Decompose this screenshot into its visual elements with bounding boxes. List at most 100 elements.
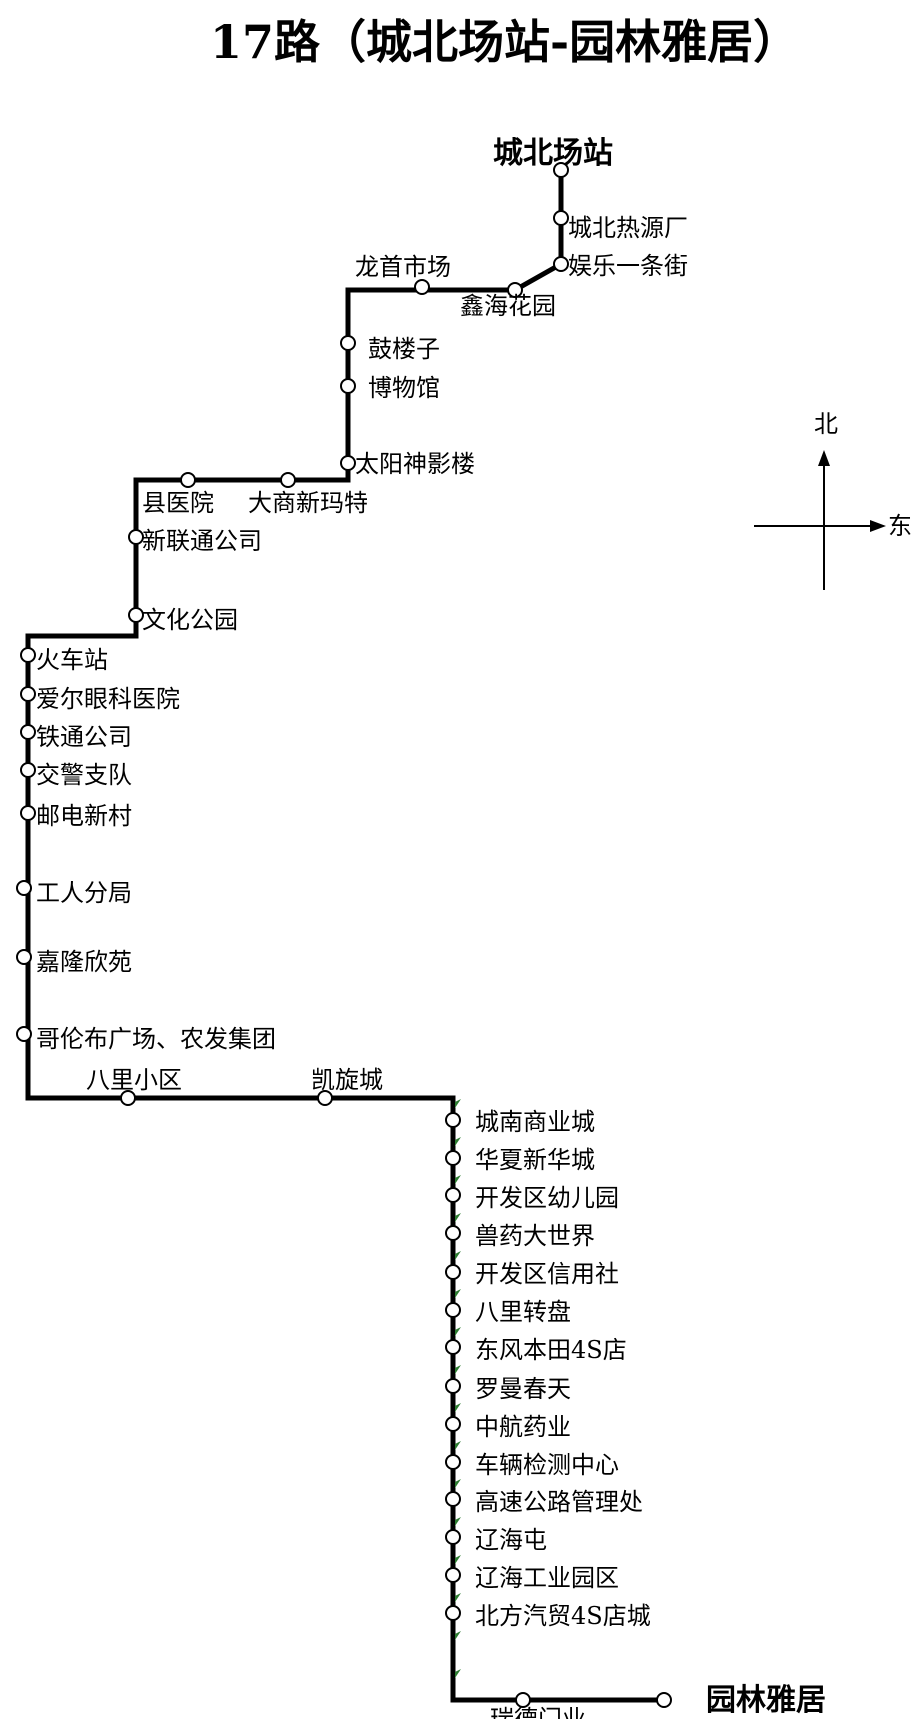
stop-label: 北方汽贸4S店城: [475, 1602, 651, 1630]
stop-label: 八里转盘: [475, 1298, 571, 1326]
stop-marker: [317, 1090, 333, 1106]
stop-label: 县医院: [142, 489, 214, 517]
stop-label: 鼓楼子: [368, 335, 440, 363]
stop-marker: [20, 686, 36, 702]
compass-north-label: 北: [814, 410, 838, 438]
stop-label: 中航药业: [475, 1413, 571, 1441]
stop-marker: [445, 1302, 461, 1318]
start-terminal-marker: [553, 162, 569, 178]
stop-label: 铁通公司: [36, 723, 132, 751]
stop-label: 凯旋城: [311, 1066, 383, 1094]
compass-east-label: 东: [888, 512, 912, 540]
stop-marker: [20, 805, 36, 821]
stop-label: 工人分局: [36, 879, 132, 907]
stop-label: 爱尔眼科医院: [36, 685, 180, 713]
stop-marker: [507, 282, 523, 298]
stop-label: 东风本田4S店: [475, 1336, 627, 1364]
stop-label: 城南商业城: [475, 1108, 595, 1136]
start-terminal-label: 城北场站: [493, 136, 613, 171]
direction-arrow-icon: [455, 1479, 461, 1488]
stop-marker: [445, 1605, 461, 1621]
stop-marker: [414, 279, 430, 295]
stop-label: 辽海屯: [475, 1526, 547, 1554]
stop-label: 鑫海花园: [460, 292, 556, 320]
stop-marker: [445, 1529, 461, 1545]
direction-arrow-icon: [455, 1517, 461, 1526]
stop-marker: [445, 1150, 461, 1166]
stop-marker: [128, 607, 144, 623]
direction-arrow-icon: [455, 1555, 461, 1564]
stop-marker: [120, 1090, 136, 1106]
stop-marker: [445, 1378, 461, 1394]
stop-label: 博物馆: [368, 374, 440, 402]
stop-label: 新联通公司: [142, 527, 262, 555]
direction-arrow-icon: [455, 1099, 461, 1108]
stop-marker: [445, 1264, 461, 1280]
stop-label: 八里小区: [86, 1066, 182, 1094]
stop-marker: [20, 647, 36, 663]
stop-label: 车辆检测中心: [475, 1451, 619, 1479]
direction-arrow-icon: [455, 1365, 461, 1374]
direction-arrow-icon: [455, 1137, 461, 1146]
direction-arrow-icon: [455, 1213, 461, 1222]
stop-label: 娱乐一条街: [568, 252, 688, 280]
direction-arrow-icon: [455, 1631, 461, 1640]
compass: 北 东: [754, 410, 912, 590]
stop-marker: [445, 1187, 461, 1203]
stop-marker: [515, 1692, 531, 1708]
stop-label: 大商新玛特: [248, 489, 368, 517]
stop-label: 罗曼春天: [475, 1375, 571, 1403]
stop-label: 开发区信用社: [475, 1260, 619, 1288]
stop-label: 开发区幼儿园: [475, 1184, 619, 1212]
stop-marker: [445, 1567, 461, 1583]
direction-arrow-icon: [455, 1403, 461, 1412]
route-title: 17路（城北场站-园林雅居）: [210, 15, 799, 69]
direction-arrow-icon: [455, 1441, 461, 1450]
direction-arrow-icon: [455, 1593, 461, 1602]
end-terminal-marker: [656, 1692, 672, 1708]
stop-label: 邮电新村: [36, 802, 132, 830]
stop-label: 兽药大世界: [475, 1222, 595, 1250]
stop-label: 交警支队: [36, 761, 132, 789]
stop-label: 哥伦布广场、农发集团: [36, 1025, 276, 1053]
stop-marker: [340, 378, 356, 394]
stop-marker: [340, 455, 356, 471]
stop-marker: [445, 1225, 461, 1241]
direction-arrow-icon: [455, 1289, 461, 1298]
stop-marker: [553, 256, 569, 272]
stop-label: 文化公园: [142, 606, 238, 634]
stop-label: 龙首市场: [355, 253, 451, 281]
stop-marker: [16, 880, 32, 896]
stop-label: 嘉隆欣苑: [36, 948, 132, 976]
stop-marker: [340, 335, 356, 351]
direction-markers: [455, 1099, 461, 1678]
stop-marker: [445, 1454, 461, 1470]
stop-label: 辽海工业园区: [475, 1564, 619, 1592]
end-terminal-label: 园林雅居: [706, 1683, 826, 1718]
direction-arrow-icon: [455, 1327, 461, 1336]
stop-marker: [20, 762, 36, 778]
stop-marker: [445, 1339, 461, 1355]
stop-label: 火车站: [36, 646, 108, 674]
stop-marker: [20, 724, 36, 740]
stop-label: 城北热源厂: [568, 214, 688, 242]
stop-marker: [16, 949, 32, 965]
north-arrow-icon: [818, 450, 830, 466]
stop-marker: [180, 472, 196, 488]
stop-marker: [445, 1112, 461, 1128]
stop-marker: [128, 529, 144, 545]
stop-marker: [280, 472, 296, 488]
stop-label: 瑞德门业: [490, 1705, 586, 1719]
stop-marker: [553, 210, 569, 226]
stop-marker: [445, 1416, 461, 1432]
east-arrow-icon: [870, 520, 886, 532]
stop-marker: [445, 1491, 461, 1507]
stop-label: 太阳神影楼: [355, 450, 475, 478]
direction-arrow-icon: [455, 1669, 461, 1678]
stop-label: 华夏新华城: [475, 1146, 595, 1174]
direction-arrow-icon: [455, 1175, 461, 1184]
stop-marker: [16, 1026, 32, 1042]
stop-label: 高速公路管理处: [475, 1488, 643, 1516]
